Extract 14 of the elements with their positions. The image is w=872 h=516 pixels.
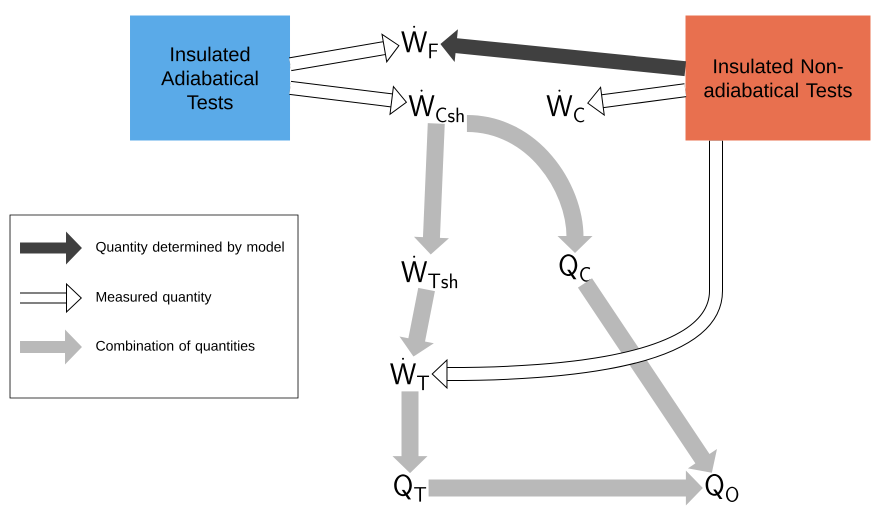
quantity-symbol: $\dot{\mathsf{W}}_{\mathsf{C}}$ <box>546 90 584 122</box>
test-box: Insulated Non-adiabatical Tests <box>686 16 870 140</box>
quantity-symbol: $\dot{\mathsf{W}}_{\mathsf{T}}$ <box>390 358 430 390</box>
quantity-symbol: $\mathsf{Q}_{\mathsf{O}}$ <box>706 474 738 502</box>
arrow <box>587 83 686 116</box>
test-box: Insulated Adiabatical Tests <box>130 16 290 140</box>
quantity-symbol: $\dot{\mathsf{W}}_{\mathsf{Csh}}$ <box>408 90 464 122</box>
quantity-symbol: $\dot{\mathsf{W}}_{\mathsf{F}}$ <box>401 26 438 58</box>
legend-label: Combination of quantities <box>96 340 255 354</box>
quantity-symbol: $\mathsf{Q}_{\mathsf{T}}$ <box>394 474 426 502</box>
legend-label: Quantity determined by model <box>96 241 284 255</box>
legend-label: Measured quantity <box>96 291 212 305</box>
quantity-symbol: $\mathsf{Q}_{\mathsf{C}}$ <box>560 254 590 282</box>
quantity-symbol: $\dot{\mathsf{W}}_{\mathsf{Tsh}}$ <box>401 256 458 288</box>
